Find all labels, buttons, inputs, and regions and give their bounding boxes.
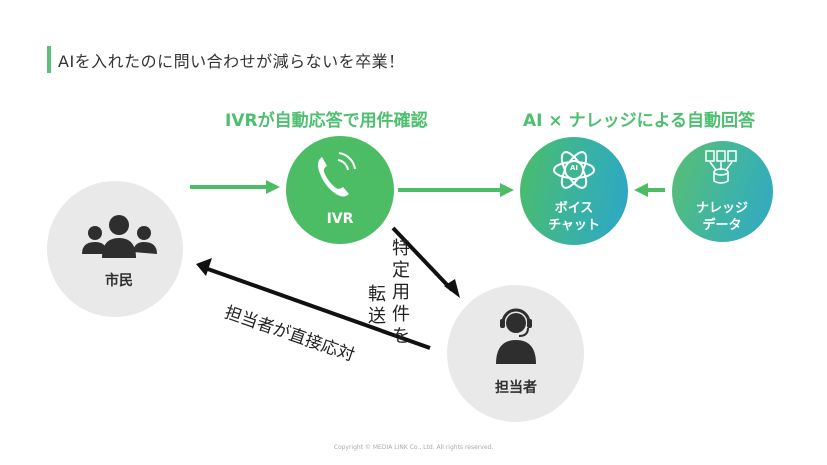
citizen-label: 市民 xyxy=(105,273,133,289)
copyright-footer: Copyright © MEDIA LINK Co., Ltd. All rig… xyxy=(333,444,494,451)
voice-chat-label-line1: ボイス xyxy=(554,201,594,216)
arrow-citizen-to-ivr xyxy=(190,180,280,194)
arrow-ivr-to-agent xyxy=(391,226,460,298)
documents-database-icon xyxy=(705,150,737,184)
ivr-label: IVR xyxy=(326,211,354,227)
voice-chat-node xyxy=(520,137,628,245)
knowledge-data-node xyxy=(672,141,773,242)
transfer-text-col1: 特定用件を xyxy=(392,238,410,347)
arrow-knowledge-to-voicechat xyxy=(634,183,665,197)
knowledge-label-line1: ナレッジ xyxy=(695,201,748,216)
page-title: AIを入れたのに問い合わせが減らないを卒業！ xyxy=(58,52,405,71)
headset-operator-icon xyxy=(496,308,536,364)
ai-badge: AI xyxy=(569,164,579,172)
agent-label: 担当者 xyxy=(495,380,537,396)
ivr-heading: IVRが自動応答で用件確認 xyxy=(225,111,428,131)
transfer-text-col2: 転送 xyxy=(368,284,386,327)
people-group-icon xyxy=(82,215,157,258)
arrow-ivr-to-voicechat xyxy=(398,183,514,197)
knowledge-label-line2: データ xyxy=(702,218,742,233)
phone-icon xyxy=(318,152,356,197)
ai-atom-icon xyxy=(553,151,595,189)
arrow-agent-to-citizen xyxy=(196,258,431,350)
ai-heading: AI × ナレッジによる自動回答 xyxy=(523,111,756,131)
header-accent-bar xyxy=(47,46,51,73)
voice-chat-label-line2: チャット xyxy=(548,218,600,233)
